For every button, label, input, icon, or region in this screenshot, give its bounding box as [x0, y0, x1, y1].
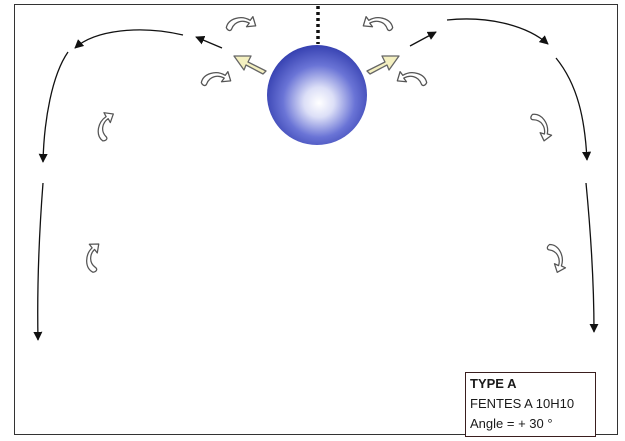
flow-arrow-left-upper [43, 52, 68, 162]
flow-arrow-right-upper [556, 58, 587, 160]
curved-arrow-icon [547, 242, 566, 273]
flow-arrow-right-short [410, 32, 436, 46]
legend-box: TYPE A FENTES A 10H10 Angle = + 30 ° [465, 372, 596, 437]
jet-arrow-left-icon [234, 56, 266, 74]
curved-arrow-icon [363, 17, 392, 31]
flow-arrow-right-top [447, 19, 548, 44]
flow-arrow-right-lower [586, 183, 594, 332]
flow-arrow-left-lower [38, 183, 43, 340]
curved-arrow-icon [226, 17, 255, 31]
legend-title: TYPE A [470, 374, 591, 394]
flow-arrow-left-short [196, 37, 222, 48]
curved-arrow-icon [93, 110, 118, 142]
curved-arrow-icon [530, 111, 553, 143]
legend-slot-info: FENTES A 10H10 [470, 394, 591, 414]
jet-arrow-right-icon [367, 56, 399, 74]
curved-arrow-icon [201, 72, 230, 86]
curved-arrow-icon [397, 72, 426, 86]
legend-angle-info: Angle = + 30 ° [470, 414, 591, 434]
curved-arrow-icon [83, 242, 104, 273]
sphere-icon [267, 45, 367, 145]
flow-arrow-left-top [75, 30, 183, 48]
